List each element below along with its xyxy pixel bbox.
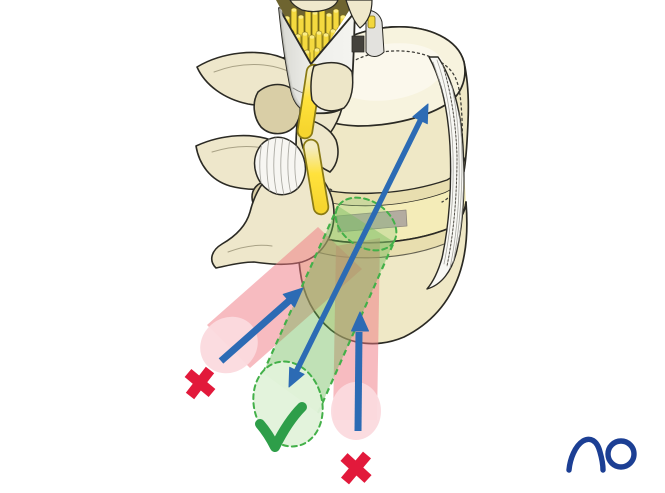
sac-shading — [279, 8, 306, 111]
arrowhead — [282, 287, 304, 308]
trajectory-arrows: Blue trajectory arrows — [218, 103, 429, 432]
upper-endplate-band — [303, 158, 465, 207]
pedicle-wedge — [310, 61, 354, 112]
arrow-left-oblique — [218, 287, 304, 364]
bone-piece-top-right — [345, 0, 373, 29]
tp-upper-detail — [213, 64, 291, 73]
nerve-roots: Exiting nerve roots — [296, 61, 354, 216]
spinal-cord: Cut thecal sac with nerve fiber bundle — [276, 0, 385, 115]
green-target-ellipse — [334, 196, 398, 252]
logo-letter-a — [566, 436, 606, 473]
articular-process-hook — [253, 83, 302, 135]
spinous-detail — [227, 244, 273, 253]
arrow-right-vertical — [351, 311, 369, 432]
ao-logo: AO — [566, 436, 637, 473]
pink-corridor-left — [200, 227, 362, 374]
logo-letter-o — [605, 438, 637, 470]
pink-left-end-cap — [200, 316, 258, 374]
arrowhead — [351, 311, 369, 332]
facet-capsule — [253, 136, 307, 196]
arrow-long-trajectory — [288, 103, 429, 388]
cross-icon-right — [340, 451, 372, 485]
arrowhead-up-right — [412, 103, 429, 125]
arrowhead-down-left — [288, 366, 305, 388]
nerve-root-lower — [304, 140, 328, 214]
green-edge-left — [261, 205, 340, 374]
cut-nerve-stub — [367, 15, 376, 29]
assessment-marks: Check and cross assessment marks — [184, 366, 372, 485]
cut-pedicle-dark — [351, 35, 365, 53]
bone-piece-top-left — [289, 0, 339, 13]
cross-icon-left — [184, 366, 216, 400]
check-icon — [255, 402, 307, 452]
green-docking-ellipse — [252, 360, 324, 448]
top-surface-highlight — [332, 43, 444, 101]
